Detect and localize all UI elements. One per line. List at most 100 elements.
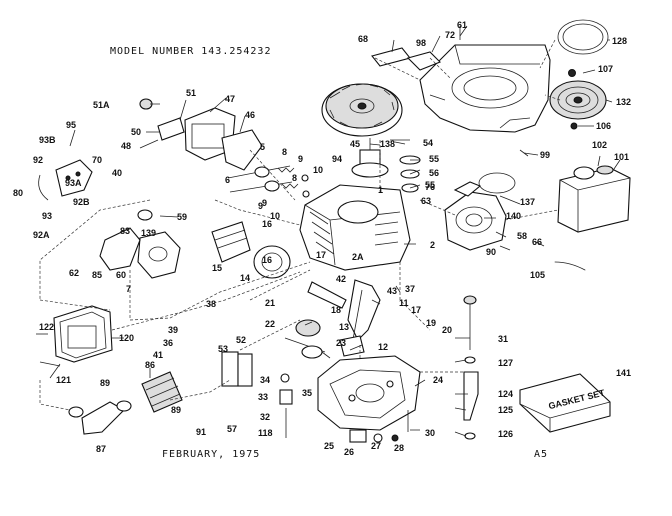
part-label-56: 56 — [429, 168, 439, 178]
part-label-89b: 89 — [171, 405, 181, 415]
part-label-91: 91 — [196, 427, 206, 437]
part-106-nut — [570, 122, 578, 130]
part-label-28: 28 — [394, 443, 404, 453]
part-label-80: 80 — [13, 188, 23, 198]
part-105-hose — [554, 261, 586, 271]
part-label-18: 18 — [331, 305, 341, 315]
part-label-76: 76 — [425, 182, 435, 192]
camshaft — [284, 337, 326, 359]
part-label-34: 34 — [260, 375, 270, 385]
part-label-32: 32 — [260, 412, 270, 422]
part-label-15: 15 — [212, 263, 222, 273]
part-label-16b: 16 — [262, 255, 272, 265]
part-label-43: 43 — [387, 286, 397, 296]
part-label-8b: 8 — [292, 173, 297, 183]
part-label-72: 72 — [445, 30, 455, 40]
part-label-8a: 8 — [282, 147, 287, 157]
part-28-nut — [391, 434, 399, 442]
alignment-lines — [39, 39, 561, 411]
part-27-washer — [373, 433, 383, 443]
part-label-30: 30 — [425, 428, 435, 438]
part-22-gear — [295, 319, 321, 337]
part-137-disc — [478, 172, 516, 194]
part-label-13: 13 — [339, 322, 349, 332]
date-label: FEBRUARY, 1975 — [162, 449, 261, 460]
part-label-95: 95 — [66, 120, 76, 130]
part-label-23: 23 — [336, 338, 346, 348]
part-label-36: 36 — [163, 338, 173, 348]
part-label-83: 83 — [120, 226, 130, 236]
part-label-31: 31 — [498, 334, 508, 344]
part-label-132: 132 — [616, 97, 631, 107]
fuel-tank — [557, 165, 631, 233]
crankcase-cover — [317, 355, 421, 431]
gasket-set-box — [519, 373, 611, 433]
governor-bracket — [38, 159, 93, 201]
part-label-10b: 10 — [270, 211, 280, 221]
part-label-126: 126 — [498, 429, 513, 439]
part-label-16a: 16 — [262, 219, 272, 229]
part-label-68: 68 — [358, 34, 368, 44]
part-label-26: 26 — [344, 447, 354, 457]
part-label-55: 55 — [429, 154, 439, 164]
part-label-17a: 17 — [316, 250, 326, 260]
part-label-40: 40 — [112, 168, 122, 178]
part-label-105: 105 — [530, 270, 545, 280]
part-label-22: 22 — [265, 319, 275, 329]
part-label-9a: 9 — [298, 154, 303, 164]
page-code-label: A5 — [534, 449, 549, 460]
cylinder-block — [299, 184, 411, 271]
part-132-screen — [549, 80, 607, 120]
part-label-21: 21 — [265, 298, 275, 308]
part-label-66: 66 — [532, 237, 542, 247]
part-label-93b: 93B — [39, 135, 56, 145]
part-label-99: 99 — [540, 150, 550, 160]
part-label-141: 141 — [616, 368, 631, 378]
connecting-rod — [307, 281, 347, 309]
part-label-92: 92 — [33, 155, 43, 165]
part-label-9c: 9 — [262, 198, 267, 208]
part-label-61: 61 — [457, 20, 467, 30]
part-label-137: 137 — [520, 197, 535, 207]
part-label-9b: 9 — [258, 201, 263, 211]
part-label-127: 127 — [498, 358, 513, 368]
part-label-38: 38 — [206, 299, 216, 309]
valve-train — [227, 165, 310, 198]
air-elbow — [68, 400, 132, 435]
part-label-93a: 93A — [65, 178, 82, 188]
part-label-62: 62 — [69, 268, 79, 278]
part-26-seal — [349, 429, 367, 443]
part-label-60: 60 — [116, 270, 126, 280]
blower-housing — [419, 44, 551, 133]
part-label-48: 48 — [121, 141, 131, 151]
part-53-bracket — [221, 351, 239, 387]
part-label-70: 70 — [92, 155, 102, 165]
part-label-52: 52 — [236, 335, 246, 345]
part-52-bracket — [237, 353, 253, 387]
part-label-94: 94 — [332, 154, 342, 164]
part-label-20: 20 — [442, 325, 452, 335]
part-label-86: 86 — [145, 360, 155, 370]
part-label-37: 37 — [405, 284, 415, 294]
part-label-5: 5 — [260, 142, 265, 152]
part-label-89a: 89 — [100, 378, 110, 388]
air-filter-element — [141, 371, 183, 413]
part-label-53: 53 — [218, 344, 228, 354]
part-label-128: 128 — [612, 36, 627, 46]
model-number-label: MODEL NUMBER 143.254232 — [110, 46, 272, 57]
air-cleaner-housing — [53, 305, 113, 363]
part-label-107: 107 — [598, 64, 613, 74]
part-label-51a: 51A — [93, 100, 110, 110]
part-label-59: 59 — [177, 212, 187, 222]
part-label-6: 6 — [225, 175, 230, 185]
part-46-gasket — [221, 129, 263, 171]
crankshaft — [339, 279, 381, 357]
part-label-2a: 2A — [352, 252, 364, 262]
part-label-35: 35 — [302, 388, 312, 398]
part-label-2: 2 — [430, 240, 435, 250]
part-label-42: 42 — [336, 274, 346, 284]
part-label-120: 120 — [119, 333, 134, 343]
part-label-12: 12 — [378, 342, 388, 352]
